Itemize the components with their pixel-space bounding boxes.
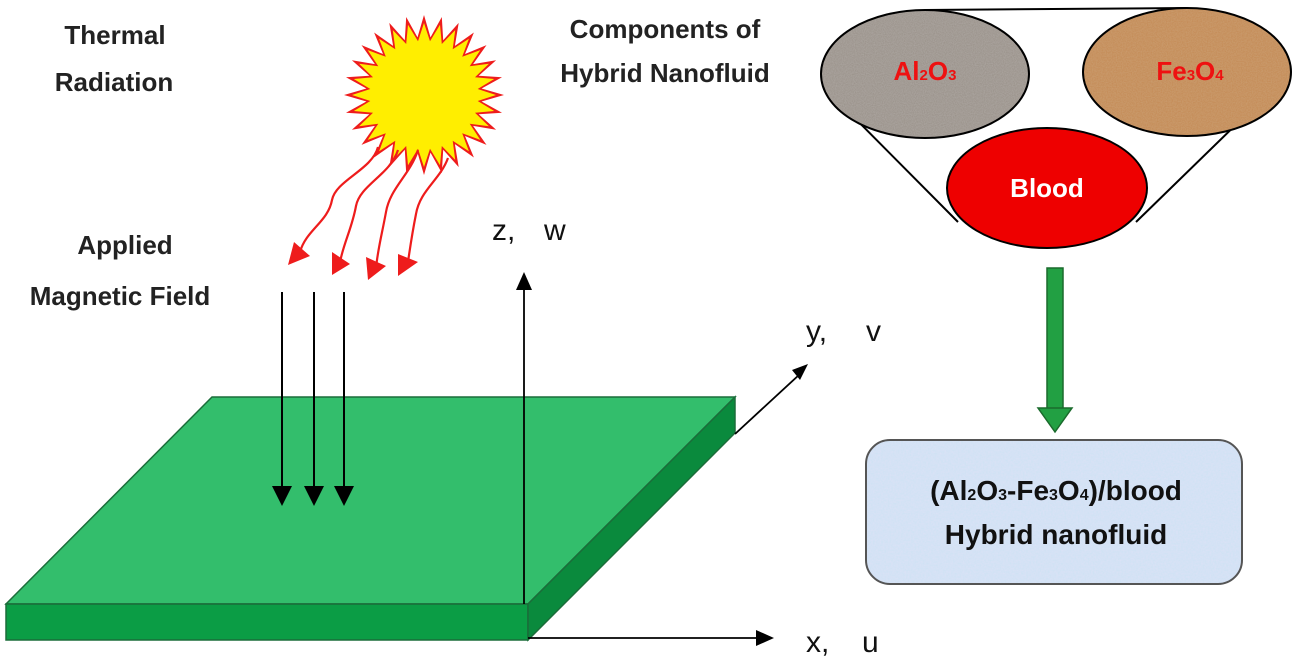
result-line1: (Al2O3-Fe3O4)/blood [930, 475, 1182, 506]
z-axis-label: z, [492, 214, 515, 247]
u-axis-label: u [862, 626, 879, 658]
radiation-arrowheads [288, 242, 418, 280]
radiation-arrowhead-4 [398, 254, 418, 276]
fe3o4-label: Fe3O4 [1156, 56, 1224, 86]
flow-arrow-head [1036, 407, 1074, 434]
blood-component: Blood [946, 127, 1148, 249]
components-label-line2: Hybrid Nanofluid [560, 58, 769, 88]
thermal-label-line2: Radiation [55, 67, 173, 97]
blood-label: Blood [1010, 173, 1084, 203]
plate-top [4, 396, 737, 605]
radiation-arrows [298, 146, 450, 269]
flow-arrow [1036, 267, 1074, 434]
al2o3-particle: Al2O3 [820, 9, 1030, 139]
magnetic-arrowhead-1 [272, 486, 292, 506]
hybrid-nanofluid-box: (Al2O3-Fe3O4)/blood Hybrid nanofluid [865, 439, 1243, 585]
magnetic-field-arrows [281, 292, 345, 490]
magnetic-field-label: Applied Magnetic Field [30, 230, 211, 311]
axis-arrowheads [516, 272, 808, 646]
sun-icon [344, 15, 504, 175]
al2o3-label: Al2O3 [894, 56, 957, 86]
fe3o4-outline [1082, 7, 1292, 137]
thermal-label-line1: Thermal [64, 20, 165, 50]
result-line2: Hybrid nanofluid [945, 519, 1167, 550]
plate [4, 395, 737, 642]
components-label-line1: Components of [570, 14, 761, 44]
fe3o4-texture [1083, 8, 1291, 136]
magnetic-arrowheads [272, 486, 354, 506]
funnel-top-line [924, 7, 1188, 11]
radiation-arrow-1 [298, 146, 380, 253]
result-box-texture [866, 440, 1242, 584]
radiation-arrow-3 [374, 149, 420, 269]
components-label: Components of Hybrid Nanofluid [560, 14, 769, 88]
al2o3-texture [821, 10, 1029, 138]
flow-arrow-shaft [1046, 267, 1064, 411]
radiation-arrow-2 [338, 149, 400, 263]
radiation-arrowhead-2 [332, 252, 350, 275]
y-axis-arrowhead [792, 364, 808, 380]
magnetic-label-line2: Magnetic Field [30, 281, 211, 311]
magnetic-arrowhead-3 [334, 486, 354, 506]
x-axis-label: x, [806, 626, 829, 658]
sun-core [376, 47, 472, 143]
al2o3-outline [820, 9, 1030, 139]
y-axis [734, 373, 801, 435]
axes [523, 282, 801, 639]
y-axis-label: y, [806, 315, 827, 348]
result-box-border [865, 439, 1243, 585]
w-axis-label: w [543, 214, 566, 247]
z-axis-arrowhead [516, 272, 532, 290]
v-axis-label: v [866, 315, 881, 348]
radiation-arrow-4 [406, 157, 450, 263]
x-axis-arrowhead [756, 630, 774, 646]
fe3o4-particle: Fe3O4 [1082, 7, 1292, 137]
axis-labels: z, w y, v x, u [492, 214, 881, 658]
radiation-arrowhead-3 [366, 257, 386, 280]
plate-front [5, 603, 529, 641]
thermal-radiation-label: Thermal Radiation [55, 20, 173, 97]
radiation-arrowhead-1 [288, 242, 310, 265]
magnetic-arrowhead-2 [304, 486, 324, 506]
magnetic-label-line1: Applied [77, 230, 172, 260]
blood-ellipse [946, 127, 1148, 249]
